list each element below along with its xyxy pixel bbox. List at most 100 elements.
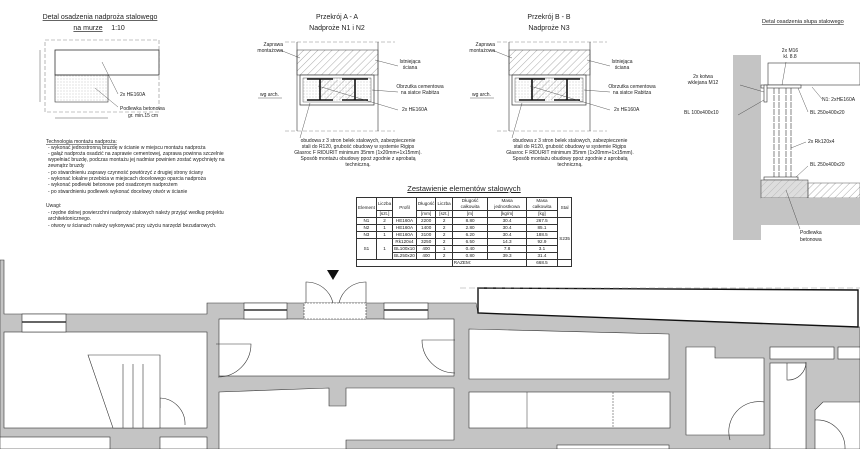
cell [356, 259, 453, 267]
wall-label: Istniejąca [611, 59, 632, 65]
door[interactable] [814, 419, 846, 449]
cell [557, 259, 572, 267]
technology-line: zewnątrz bruzdy [48, 163, 85, 169]
cell: Rk120x4 [392, 238, 417, 246]
bolts-label: 2x M16 [782, 48, 799, 54]
door[interactable] [159, 397, 186, 426]
wall-plate [763, 84, 768, 103]
masonry-wall [733, 55, 761, 240]
cell: 188.5 [525, 231, 559, 239]
technology-notes: Technologia montażu nadproża: - wykonać … [46, 139, 225, 229]
cell: 1 [375, 238, 394, 260]
beam-label: 2x HE160A [402, 107, 428, 113]
cell: N3 [356, 231, 377, 239]
render-label: Obrzutka cementowa [396, 84, 443, 90]
wall-lintel-detail: Detal osadzenia nadproża stalowego na mu… [39, 14, 165, 119]
room [837, 346, 860, 360]
technology-heading: Technologia montażu nadproża: [46, 139, 117, 145]
cell: HE160A [392, 217, 417, 225]
cell: 2 [375, 217, 394, 225]
header-cell: Długość całkowita [451, 197, 489, 211]
cell: 3250 [415, 238, 437, 246]
mortar-label: Zaprawa [264, 42, 284, 48]
notes-heading: Uwagi: [46, 203, 61, 209]
column-detail-title: Detal osadzenia słupa stalowego [762, 19, 844, 25]
cell: 6.20 [451, 231, 489, 239]
mortar-label: montażowa [257, 48, 283, 54]
concrete-pad [54, 74, 109, 103]
unit-cell: [m] [451, 210, 489, 218]
unit-cell: [kg] [525, 210, 559, 218]
cell: 267.5 [525, 217, 559, 225]
cell: 2 [435, 217, 453, 225]
render-label: Obrzutka cementowa [608, 84, 655, 90]
mortar-label: Zaprawa [476, 42, 496, 48]
section-b-drawing [470, 41, 611, 139]
cell: 2 [435, 231, 453, 239]
render-label: na siatce Rabitza [401, 90, 440, 96]
cell: 2.80 [451, 224, 489, 232]
wall-detail-subtitle: na murze [73, 25, 102, 32]
fireproofing-note: stali do R120, grubość obudowy w systemi… [302, 144, 415, 150]
top-plate [760, 84, 802, 89]
mortar-label: montażowa [469, 48, 495, 54]
notes-line: - rzędne dolnej powierzchni nadproży sta… [48, 210, 224, 216]
cell: 6.50 [451, 238, 489, 246]
cell: 31.4 [525, 252, 559, 260]
room [468, 391, 671, 429]
cell: 1 [435, 245, 453, 253]
technology-line: - wykonać jednostronną bruzdę w ścianie … [48, 145, 206, 151]
wall-plate-label: BL 100x400x10 [684, 110, 719, 116]
beam-n1 [767, 62, 860, 86]
beam-elevation [54, 49, 160, 76]
cell: 30.4 [487, 217, 527, 225]
fireproofing-note: Sposób montażu obudowy ppoż zgodnie z ap… [512, 156, 627, 162]
technology-line: - wykonać lokalne przebicia w miejscach … [48, 176, 206, 182]
fireproofing-note: stali do R120, grubość obudowy w systemi… [514, 144, 627, 150]
doors [159, 281, 846, 449]
header-cell: Długość [415, 197, 437, 211]
door[interactable] [216, 343, 252, 378]
entrance-door[interactable] [305, 281, 367, 304]
technology-line: - wykonać podlewki betonowe pod osadzony… [48, 182, 178, 188]
fireproofing-note: obudowa z 3 stron belek stalowych, zabez… [301, 138, 416, 144]
fireproofing-note: Sposób montażu obudowy ppoż zgodnie z ap… [300, 156, 415, 162]
door[interactable] [786, 361, 807, 381]
room [0, 436, 111, 449]
technology-line: - gałąź nadproża osadzić na zaprawie cem… [48, 151, 224, 157]
level-label: wg arch. [472, 92, 491, 98]
header-cell: Profil [392, 197, 417, 218]
pad-label: Podlewka [800, 230, 822, 236]
total-label: RAZEM: [451, 259, 527, 267]
wall-detail-title: Detal osadzenia nadproża stalowego [43, 14, 158, 21]
fireproofing-note: techniczną. [557, 162, 582, 168]
floor-plan [0, 259, 860, 449]
entrance-arrow-icon [327, 270, 339, 280]
cell: 400 [415, 252, 437, 260]
section-b-title: Przekrój B - B [527, 14, 571, 21]
columns-label: 2x Rk120x4 [808, 139, 835, 145]
technology-line: - po stwardnieniu podlewek wykonać docel… [48, 189, 187, 195]
cell: 39.3 [487, 252, 527, 260]
room [218, 387, 455, 449]
wall-label: Istniejąca [399, 59, 420, 65]
bolts-label: kl. 8.8 [783, 54, 797, 60]
bottom-plate-label: BL 250x400x20 [810, 162, 845, 168]
level-label: wg arch. [260, 92, 279, 98]
door[interactable] [421, 339, 456, 374]
room [685, 346, 765, 436]
fireproofing-note: obudowa z 3 stron belek stalowych, zabez… [513, 138, 628, 144]
cell: 1 [375, 231, 394, 239]
cell: 1 [375, 224, 394, 232]
anchors-label: 2x kotwa [693, 74, 713, 80]
beam-label: 2x HE160A [614, 107, 640, 113]
cell: 2200 [415, 217, 437, 225]
cell: HE160A [392, 224, 417, 232]
cell: 400 [415, 245, 437, 253]
bottom-plate [763, 176, 799, 181]
header-cell: Masa jednostkowa [487, 197, 527, 211]
door[interactable] [728, 401, 765, 441]
